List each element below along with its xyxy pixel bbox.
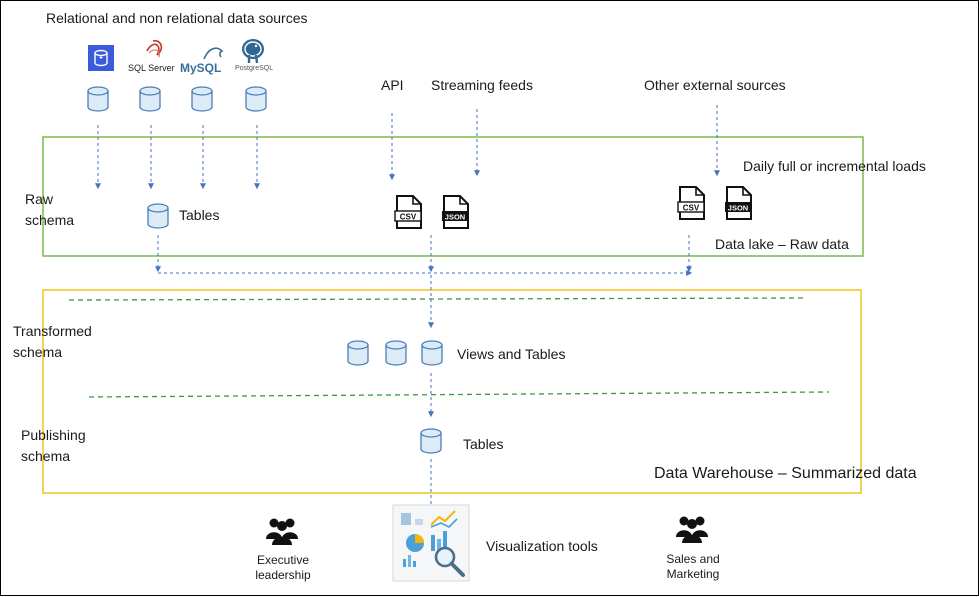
csv-file-icon-1: CSV <box>394 195 422 229</box>
mysql-logo-label: MySQL <box>180 61 222 75</box>
raw-tables-label: Tables <box>179 207 220 223</box>
raw-tables-db-icon <box>147 203 169 229</box>
data-lake-label: Data lake – Raw data <box>715 236 849 252</box>
sql-server-logo-label: SQL Server <box>128 63 175 73</box>
csv-file-icon-2: CSV <box>677 186 705 220</box>
views-db-icon-3 <box>421 340 443 366</box>
views-db-icon-1 <box>347 340 369 366</box>
publishing-db-icon <box>420 428 442 454</box>
sales-people-icon <box>676 516 708 543</box>
postgresql-logo-icon <box>242 39 264 64</box>
json-file-icon-2: JSON <box>725 186 752 220</box>
source-db-icon-4 <box>245 86 267 112</box>
svg-text:CSV: CSV <box>683 204 700 213</box>
visualization-label: Visualization tools <box>486 538 598 554</box>
source-db-icon-3 <box>191 86 213 112</box>
source-db-icon-2 <box>139 86 161 112</box>
sources-title: Relational and non relational data sourc… <box>46 10 308 26</box>
mysql-logo-icon <box>203 47 224 60</box>
views-tables-label: Views and Tables <box>457 346 566 362</box>
svg-text:JSON: JSON <box>728 204 748 213</box>
other-sources-label: Other external sources <box>644 77 786 93</box>
api-label: API <box>381 77 404 93</box>
json-file-icon-1: JSON <box>442 195 469 229</box>
executive-people-icon <box>266 518 298 545</box>
source-db-icon-1 <box>87 86 109 112</box>
svg-text:JSON: JSON <box>445 213 465 222</box>
postgresql-logo-label: PostgreSQL <box>235 65 274 72</box>
svg-text:CSV: CSV <box>400 213 417 222</box>
azure-sql-logo-icon <box>88 45 114 71</box>
views-db-icon-2 <box>385 340 407 366</box>
warehouse-title: Data Warehouse – Summarized data <box>654 465 917 482</box>
loads-label: Daily full or incremental loads <box>743 158 926 174</box>
sql-server-logo-icon <box>146 39 163 58</box>
raw-zone-box <box>42 136 864 257</box>
warehouse-box <box>42 289 862 494</box>
streaming-feeds-label: Streaming feeds <box>431 77 533 93</box>
schema-divider-1 <box>68 297 807 301</box>
publishing-tables-label: Tables <box>463 436 504 452</box>
schema-divider-2 <box>88 391 830 398</box>
visualization-tools-icon <box>392 504 470 582</box>
